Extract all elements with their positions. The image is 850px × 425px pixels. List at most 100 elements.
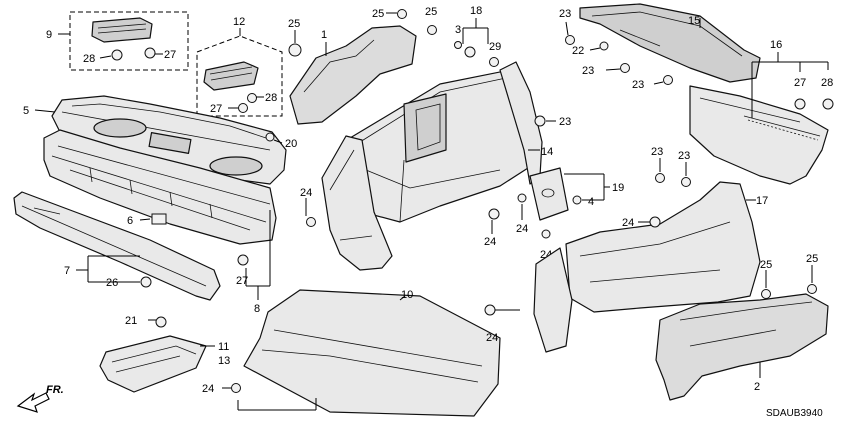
clip-26-icon [140, 276, 152, 288]
clip-icon [151, 213, 167, 225]
callout-3: 3 [455, 24, 461, 36]
fastener-23-e: 23 [651, 146, 665, 183]
callout-25: 25 [288, 18, 300, 30]
part-17-side-lining: 17 [533, 181, 768, 353]
callout-28: 28 [821, 77, 833, 89]
part-15-panel-garnish: 15 [579, 3, 761, 83]
fastener-25-d: 25 [760, 259, 772, 299]
clip-icon [663, 75, 673, 85]
ring-icon [454, 41, 462, 49]
clip-icon [427, 25, 437, 35]
fastener-25-b: 25 [372, 8, 407, 20]
clip-27-icon [144, 47, 156, 59]
callout-24: 24 [484, 236, 496, 248]
callout-29: 29 [489, 41, 501, 53]
callout-6: 6 [127, 215, 133, 227]
callout-19: 19 [612, 182, 624, 194]
callout-24: 24 [202, 383, 214, 395]
callout-17: 17 [756, 195, 768, 207]
callout-11: 11 [218, 341, 229, 353]
callout-23: 23 [559, 8, 571, 20]
clip-28-icon [247, 93, 257, 103]
callout-28: 28 [265, 92, 277, 104]
callout-25: 25 [760, 259, 772, 271]
clip-icon [489, 57, 499, 67]
clip-icon [681, 177, 691, 187]
bolt-icon [484, 304, 496, 316]
fastener-24-a: 24 [300, 187, 316, 227]
clip-icon [397, 9, 407, 19]
bolt-24-icon [231, 383, 241, 393]
callout-27: 27 [210, 103, 222, 115]
bolt-icon [488, 208, 500, 220]
clip-icon [620, 63, 630, 73]
part-18-group: 18 3 29 [454, 5, 501, 67]
fastener-20: 20 [265, 132, 297, 150]
clip-28-icon [111, 49, 123, 61]
callout-16: 16 [770, 39, 782, 51]
callout-24: 24 [486, 332, 498, 344]
part-11-13-tray: 21 11 13 [99, 315, 230, 393]
part-5-rear-tray: 5 [23, 95, 287, 185]
callout-23: 23 [582, 65, 594, 77]
part-9-dashed-box [69, 11, 189, 71]
callout-13: 13 [218, 355, 230, 367]
callout-23: 23 [559, 116, 571, 128]
fastener-27-lower: 27 [236, 254, 249, 287]
arrow-icon [16, 392, 50, 413]
fastener-23-f: 23 [678, 150, 691, 187]
fastener-22: 22 [572, 41, 609, 57]
diagram-code: SDAUB3940 [766, 408, 823, 419]
bolt-21-icon [155, 316, 167, 328]
fastener-25-e: 25 [806, 253, 818, 294]
fastener-24-c: 24 [516, 193, 528, 235]
fastener-25-a: 25 [288, 18, 302, 57]
callout-26: 26 [106, 277, 118, 289]
callout-27: 27 [794, 77, 806, 89]
bolt-icon [306, 217, 316, 227]
callout-5: 5 [23, 105, 29, 117]
fastener-24-b: 24 [484, 208, 500, 248]
part-14-trunk-lining: 14 [321, 61, 553, 271]
part-12-cap [203, 61, 259, 91]
part-10-trunk-mat: 10 24 [202, 289, 501, 417]
fastener-24-f: 24 [484, 304, 520, 344]
callout-27: 27 [164, 49, 176, 61]
part-1-side-lining: 1 [289, 25, 417, 125]
callout-27: 27 [236, 275, 248, 287]
fastener-24-e: 24 [622, 216, 661, 229]
callout-24: 24 [622, 217, 634, 229]
callout-25: 25 [372, 8, 384, 20]
callout-25: 25 [806, 253, 818, 265]
fastener-6: 6 [127, 213, 167, 227]
bolt-icon [265, 132, 275, 142]
fastener-25-c: 25 [425, 6, 437, 35]
clip-icon [534, 115, 546, 127]
callout-24: 24 [300, 187, 312, 199]
callout-9: 9 [46, 29, 52, 41]
bolt-icon [599, 41, 609, 51]
clip-icon [761, 289, 771, 299]
callout-14: 14 [541, 146, 553, 158]
callout-23: 23 [678, 150, 690, 162]
part-9-group: 9 28 27 [46, 11, 189, 71]
callout-2: 2 [754, 381, 760, 393]
part-16-rear-garnish: 16 27 28 [689, 39, 834, 185]
callout-24: 24 [516, 223, 528, 235]
callout-15: 15 [688, 15, 700, 27]
fastener-23-c: 23 [582, 63, 630, 77]
part-8-shelf-frame: 8 [43, 129, 277, 315]
callout-20: 20 [285, 138, 297, 150]
callout-1: 1 [321, 29, 327, 41]
clip-icon [565, 35, 575, 45]
callout-22: 22 [572, 45, 584, 57]
part-2-felt-lining: 2 [655, 293, 829, 401]
clip-icon [807, 284, 817, 294]
fr-label: FR. [46, 384, 64, 396]
callout-12: 12 [233, 16, 245, 28]
bolt-icon [517, 193, 527, 203]
callout-10: 10 [401, 289, 413, 301]
callout-8: 8 [254, 303, 260, 315]
part-7-sill-garnish: 7 26 [13, 191, 221, 301]
